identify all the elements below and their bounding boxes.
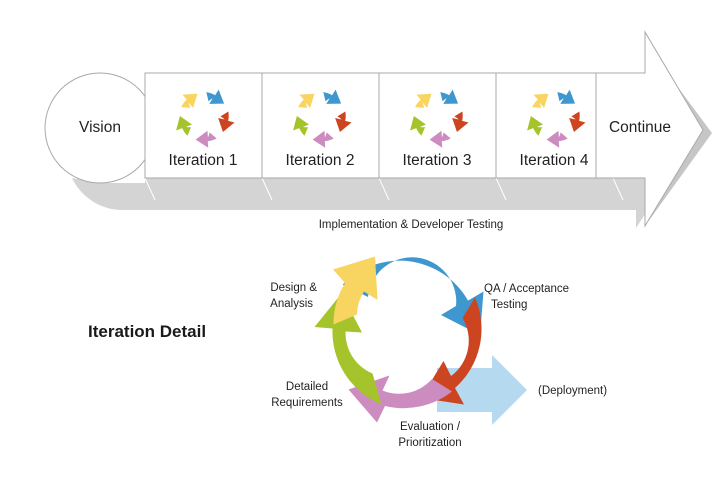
cycle-arrow-design[interactable]: [333, 256, 378, 325]
cycle-arrow-requirements[interactable]: [314, 293, 382, 405]
cycle-arrow-implementation[interactable]: [342, 257, 484, 335]
label-evaluation-line2: Prioritization: [398, 437, 462, 449]
iteration-3-label: Iteration 3: [402, 152, 472, 169]
cycle-arrow-qa[interactable]: [421, 297, 482, 405]
vision-label: Vision: [79, 119, 121, 136]
iteration-cycle: [314, 256, 527, 425]
iteration-1-label: Iteration 1: [168, 152, 238, 169]
iteration-4-label: Iteration 4: [519, 152, 589, 169]
roadmap-banner: [44, 30, 712, 228]
iteration-2-label: Iteration 2: [285, 152, 355, 169]
label-deployment: (Deployment): [538, 385, 608, 397]
label-qa-line1: QA / Acceptance: [484, 283, 570, 295]
label-requirements-line2: Requirements: [271, 397, 343, 409]
label-requirements-line1: Detailed: [285, 381, 329, 393]
continue-label: Continue: [608, 119, 672, 136]
banner-shadow-band: [145, 178, 645, 200]
banner-shadow-dividers: [144, 177, 624, 201]
label-design-line1: Design &: [270, 282, 317, 294]
banner-shadow: [72, 130, 700, 228]
page-title: Iteration Detail: [88, 322, 207, 341]
label-qa-line2: Testing: [491, 299, 528, 311]
label-evaluation-line1: Evaluation /: [399, 421, 461, 433]
label-implementation: Implementation & Developer Testing: [318, 219, 504, 231]
label-design-line2: Analysis: [270, 298, 313, 310]
